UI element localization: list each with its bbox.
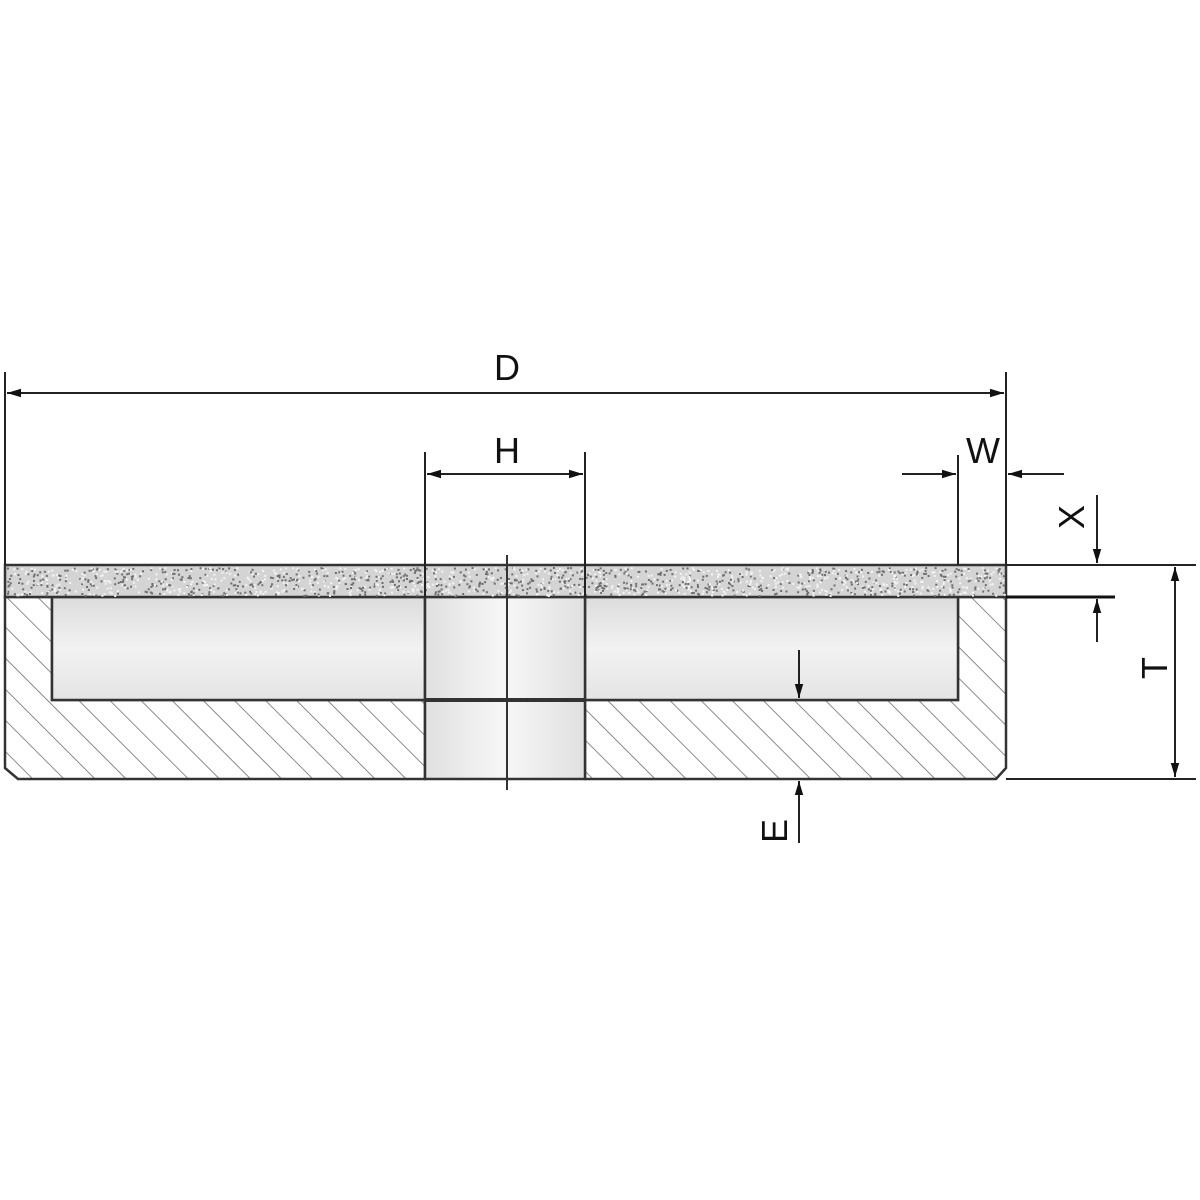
recess-right: [583, 595, 960, 702]
dimension-d: D: [7, 347, 1004, 398]
dimension-x-label: X: [1051, 505, 1092, 529]
dimension-d-label: D: [494, 347, 520, 388]
dimension-w: W: [902, 430, 1064, 479]
dimension-t-label: T: [1134, 657, 1175, 679]
extension-lines: [4, 372, 1196, 780]
dimension-t: T: [1134, 567, 1180, 777]
dimension-w-label: W: [966, 430, 1000, 471]
recess-left: [50, 595, 427, 702]
dimension-x: X: [1051, 495, 1102, 642]
dimension-h-label: H: [494, 430, 520, 471]
dimension-e: E: [754, 650, 804, 843]
bore: [423, 595, 587, 781]
dimension-e-label: E: [754, 819, 795, 843]
abrasive-layer: [3, 563, 1008, 599]
dimension-h: H: [427, 430, 583, 479]
